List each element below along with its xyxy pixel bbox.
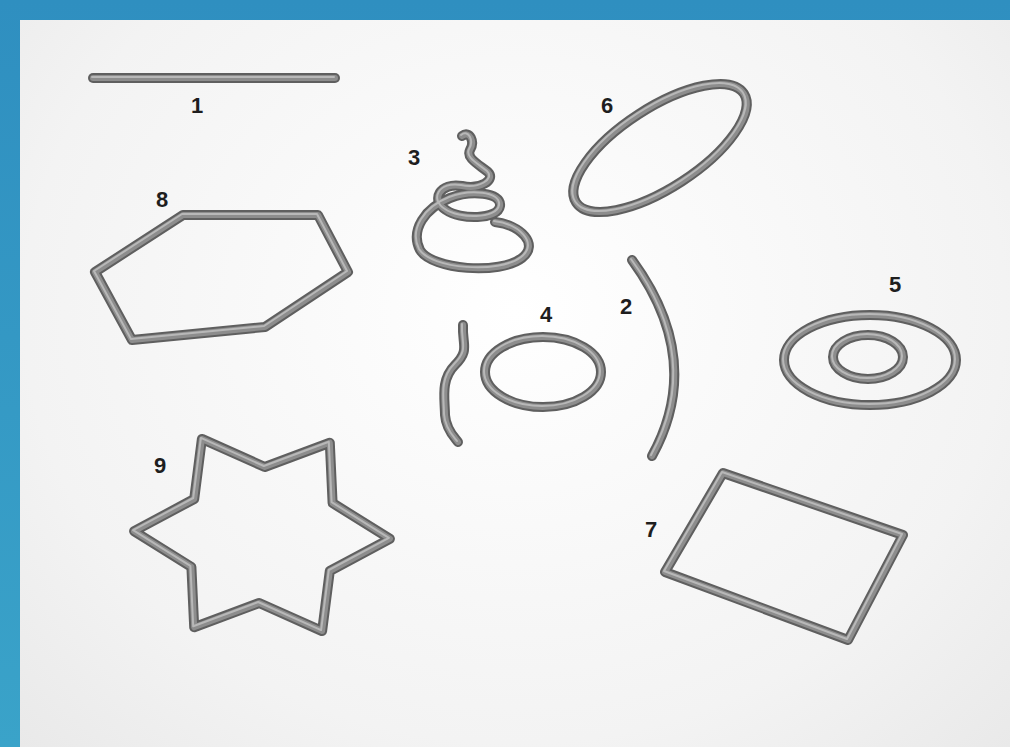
- tube-highlight: [92, 59, 955, 639]
- callout-number: 8: [156, 189, 168, 211]
- callout-number: 9: [154, 455, 166, 477]
- callout-number: 3: [408, 147, 420, 169]
- tube-outline: [93, 60, 956, 640]
- callout-number: 7: [645, 519, 657, 541]
- callout-number: 4: [540, 304, 552, 326]
- callout-number: 5: [889, 274, 901, 296]
- callout-number: 6: [601, 95, 613, 117]
- callout-number: 2: [620, 296, 632, 318]
- callout-number: 1: [191, 95, 203, 117]
- tube-body: [93, 60, 956, 640]
